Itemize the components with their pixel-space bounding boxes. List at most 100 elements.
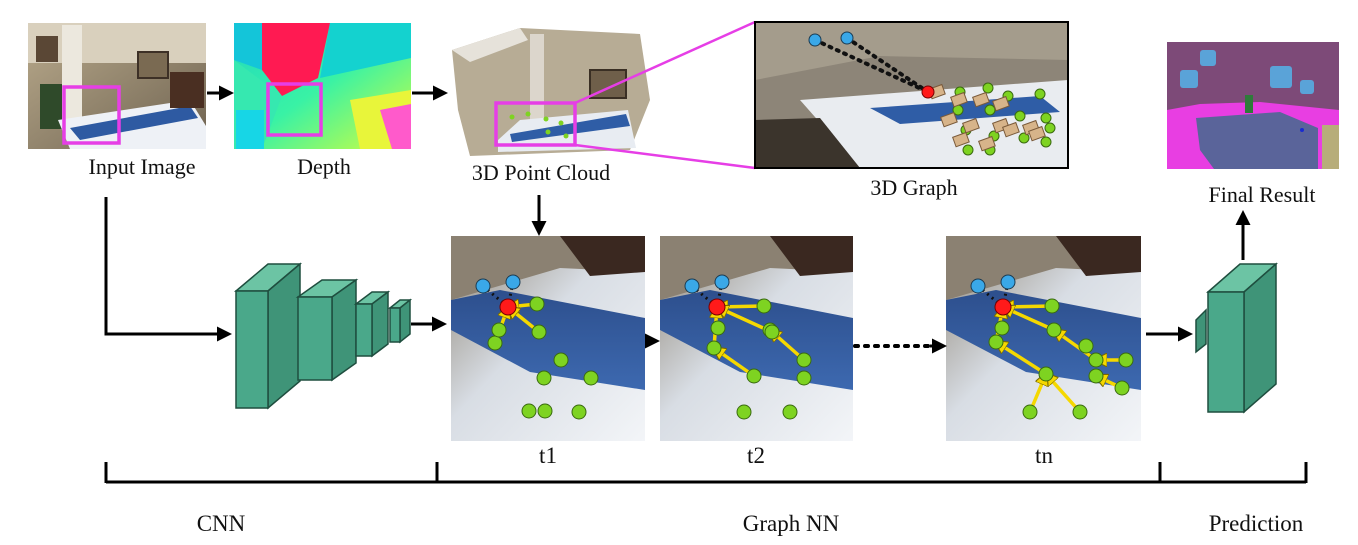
input-image-label: Input Image [88, 154, 196, 179]
message-arrow [950, 91, 968, 108]
graph-node [1046, 322, 1062, 338]
graph-3d-thumbnail [754, 21, 1069, 169]
graph-node [710, 320, 726, 336]
context-node [1000, 274, 1016, 290]
graph-node [1088, 368, 1104, 384]
graph-node [1014, 110, 1026, 122]
context-node [505, 274, 521, 290]
final-result-label: Final Result [1208, 182, 1316, 207]
point-cloud-thumbnail [452, 28, 650, 156]
graph-node [706, 340, 722, 356]
graph-node [531, 324, 547, 340]
stage-bracket [104, 462, 1308, 484]
graph-node [982, 82, 994, 94]
graph-node [583, 370, 599, 386]
zoom-line-bottom [574, 143, 756, 170]
graph-node [529, 296, 545, 312]
context-node [808, 33, 822, 47]
graph-node [1038, 366, 1054, 382]
depth-label: Depth [297, 154, 351, 179]
graph-node [1044, 298, 1060, 314]
graph-node [1022, 404, 1038, 420]
final-result-thumbnail [1167, 42, 1339, 169]
graph-node [1044, 122, 1056, 134]
graph-3d-label: 3D Graph [870, 175, 958, 200]
zoom-line-top [574, 20, 756, 105]
target-node [499, 298, 517, 316]
target-node [994, 298, 1012, 316]
context-node [970, 278, 986, 294]
gnn-step-tn [946, 236, 1141, 441]
message-arrow [940, 111, 958, 128]
message-edge [996, 342, 1047, 376]
target-node [921, 85, 935, 99]
message-arrow [972, 91, 990, 108]
graph-node [537, 403, 553, 419]
graph-node-overlays [475, 31, 1304, 420]
point-cloud-label: 3D Point Cloud [471, 160, 611, 185]
dotted-edge [1001, 281, 1010, 308]
graph-node [487, 335, 503, 351]
prediction-block [1195, 262, 1278, 414]
message-arrow [962, 117, 980, 134]
message-arrow [1028, 125, 1046, 142]
graph-node [796, 370, 812, 386]
step-t1-label: t1 [539, 443, 557, 468]
graph-node [491, 322, 507, 338]
graph-node [782, 404, 798, 420]
message-arrow [992, 95, 1010, 112]
message-arrow [978, 135, 996, 152]
graph-node [1040, 136, 1052, 148]
message-arrow [952, 131, 970, 148]
graph-node [1114, 380, 1130, 396]
message-edge [1003, 307, 1055, 332]
graph-node [558, 120, 564, 126]
context-node [475, 278, 491, 294]
message-edge [714, 348, 756, 378]
segment-mark [1300, 128, 1304, 132]
gnn-step-t1 [451, 236, 645, 441]
graph-node [984, 104, 996, 116]
graph-node [571, 404, 587, 420]
stage-cnn-label: CNN [196, 511, 246, 536]
graph-node [525, 111, 531, 117]
graph-node [796, 352, 812, 368]
message-edge [1054, 330, 1098, 362]
stage-gnn-label: Graph NN [742, 511, 840, 536]
graph-node [1040, 112, 1052, 124]
stage-prediction-label: Prediction [1208, 511, 1304, 536]
graph-node [1034, 88, 1046, 100]
graph-node [553, 352, 569, 368]
graph-node [543, 116, 549, 122]
target-node [708, 298, 726, 316]
graph-node [1088, 352, 1104, 368]
dotted-edge [506, 281, 515, 308]
context-node [714, 274, 730, 290]
depth-map-thumbnail [234, 23, 411, 149]
depth-highlight-box [266, 82, 323, 137]
graph-node [746, 368, 762, 384]
graph-node [756, 298, 772, 314]
input-image-highlight-box [62, 85, 121, 145]
graph-node [1078, 338, 1094, 354]
graph-node [1072, 404, 1088, 420]
graph-node [1018, 132, 1030, 144]
context-node [684, 278, 700, 294]
graph-node [509, 114, 515, 120]
point-cloud-highlight-box [494, 101, 577, 147]
dotted-edge [715, 281, 724, 308]
dotted-edge [845, 36, 930, 94]
gnn-step-t2 [660, 236, 853, 441]
graph-node [521, 403, 537, 419]
graph-node [962, 144, 974, 156]
message-edge [1046, 374, 1082, 414]
input-image-thumbnail [28, 23, 206, 149]
message-arrow [1002, 121, 1020, 138]
graph-node [988, 334, 1004, 350]
graph-node [994, 320, 1010, 336]
cnn-encoder-blocks [233, 262, 413, 410]
dotted-edge [813, 38, 930, 94]
graph-node [536, 370, 552, 386]
